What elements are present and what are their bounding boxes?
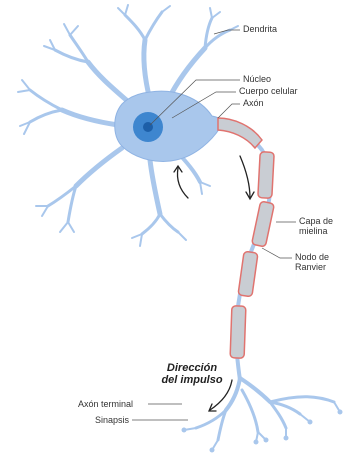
label-axon: Axón <box>243 98 264 108</box>
axon-terminals <box>184 378 340 450</box>
myelin-sheaths <box>218 118 274 358</box>
synapse-ends <box>182 410 343 453</box>
label-axon-terminal: Axón terminal <box>78 399 133 409</box>
label-sinapsis: Sinapsis <box>95 415 129 425</box>
cell-body <box>115 91 223 161</box>
label-dendrita: Dendrita <box>243 24 277 34</box>
label-direccion-line2: del impulso <box>152 374 232 386</box>
label-nodo-line2: Ranvier <box>295 262 329 272</box>
label-capa-line2: mielina <box>299 226 333 236</box>
label-direccion-line1: Dirección <box>152 362 232 374</box>
label-capa-mielina: Capa de mielina <box>299 216 333 236</box>
label-nodo-line1: Nodo de <box>295 252 329 262</box>
label-nucleo: Núcleo <box>243 74 271 84</box>
label-direccion-impulso: Dirección del impulso <box>152 362 232 386</box>
label-nodo-ranvier: Nodo de Ranvier <box>295 252 329 272</box>
label-cuerpo-celular: Cuerpo celular <box>239 86 298 96</box>
label-capa-line1: Capa de <box>299 216 333 226</box>
